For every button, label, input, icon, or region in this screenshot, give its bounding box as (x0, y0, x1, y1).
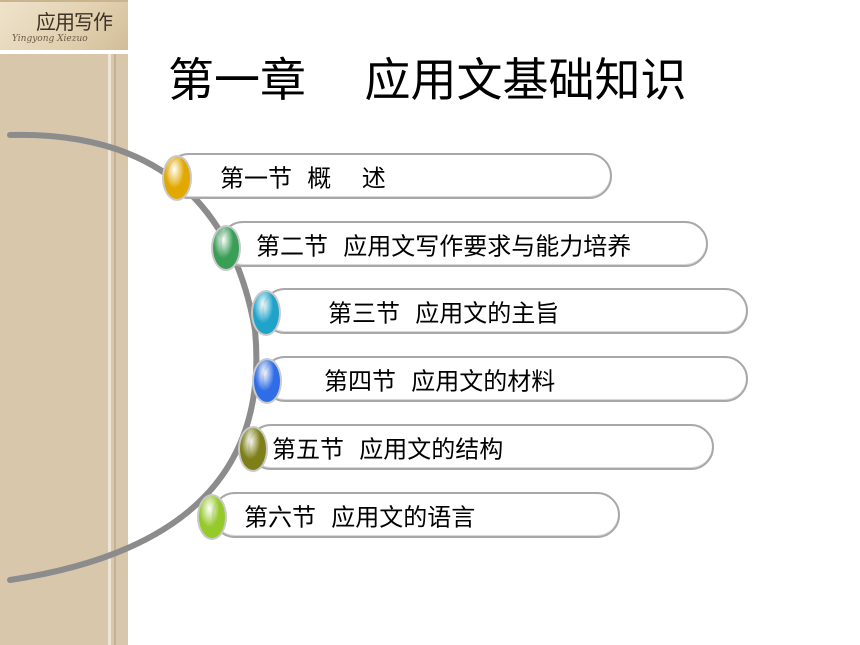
left-decorative-band (0, 54, 128, 645)
section-bullet-2 (211, 225, 241, 271)
section-label: 第六节 应用文的语言 (244, 503, 476, 532)
logo-rule (0, 0, 128, 2)
section-item-3[interactable]: 第三节 应用文的主旨 (262, 288, 748, 334)
section-label: 第二节 应用文写作要求与能力培养 (256, 232, 632, 261)
section-item-1[interactable]: 第一节 概 述 (166, 153, 612, 199)
band-stripe (114, 54, 116, 645)
logo-text: 应用写作 (36, 10, 113, 34)
logo: 应用写作 Yingyong Xiezuo (0, 0, 128, 50)
logo-subtext: Yingyong Xiezuo (12, 34, 88, 44)
section-label: 第四节 应用文的材料 (324, 367, 556, 396)
band-stripe (108, 54, 111, 645)
arc-curve (7, 131, 260, 583)
section-bullet-1 (162, 155, 192, 201)
section-label: 第三节 应用文的主旨 (328, 299, 560, 328)
section-label: 第一节 概 述 (220, 164, 386, 193)
section-bullet-5 (238, 426, 268, 472)
section-item-2[interactable]: 第二节 应用文写作要求与能力培养 (220, 221, 708, 267)
section-bullet-4 (252, 358, 282, 404)
section-bullet-3 (251, 290, 281, 336)
section-item-6[interactable]: 第六节 应用文的语言 (212, 492, 620, 538)
page-title: 第一章 应用文基础知识 (168, 53, 687, 107)
section-bullet-6 (197, 494, 227, 540)
section-label: 第五节 应用文的结构 (272, 435, 504, 464)
section-item-4[interactable]: 第四节 应用文的材料 (262, 356, 748, 402)
section-item-5[interactable]: 第五节 应用文的结构 (248, 424, 714, 470)
